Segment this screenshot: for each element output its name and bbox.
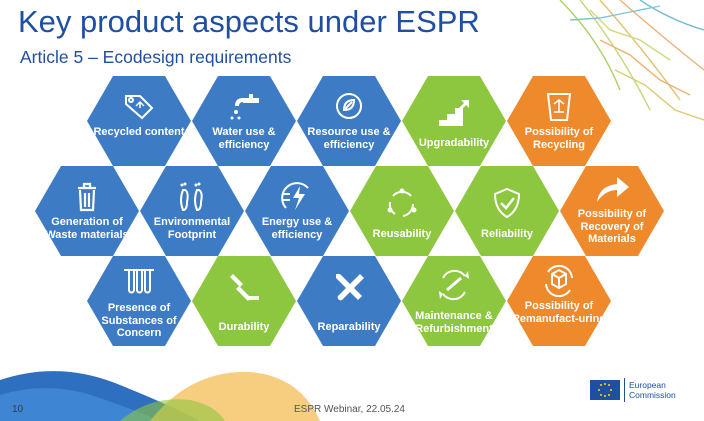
slide-subtitle: Article 5 – Ecodesign requirements: [20, 47, 292, 67]
water-tap-icon: [192, 90, 296, 124]
trash-can-icon: [35, 180, 139, 214]
hex-label: Reparability: [317, 320, 381, 333]
hex-label: Environmental Footprint: [153, 216, 231, 241]
shield-check-icon: [455, 186, 559, 220]
hex-maintenance-refurbishment: Maintenance & Refurbishment: [402, 256, 506, 346]
page-number: 10: [12, 404, 24, 415]
slide-title: Key product aspects under ESPR: [18, 4, 480, 39]
wrench-cycle-icon: [402, 268, 506, 302]
logo-text-european: European: [629, 380, 666, 390]
footer-text: ESPR Webinar, 22.05.24: [294, 404, 405, 415]
box-cycle-icon: [507, 264, 611, 298]
hex-label: Maintenance & Refurbishment: [415, 310, 493, 335]
cycle-arrows-icon: [350, 186, 454, 220]
hex-reliability: Reliability: [455, 166, 559, 256]
recycle-tag-icon: [87, 90, 191, 124]
hex-resource-use: Resource use & efficiency: [297, 76, 401, 166]
leaf-plug-icon: [297, 90, 401, 124]
hex-recycled-content: Recycled content: [87, 76, 191, 166]
stairs-arrow-icon: [402, 98, 506, 132]
hex-generation-waste: Generation of Waste materials: [35, 166, 139, 256]
european-commission-logo: European Commission: [590, 378, 676, 402]
hex-label: Reusability: [372, 227, 432, 240]
hex-label: Reliability: [481, 227, 533, 240]
hex-water-use: Water use & efficiency: [192, 76, 296, 166]
hex-label: Water use & efficiency: [212, 126, 276, 151]
hex-label: Generation of Waste materials: [45, 216, 129, 241]
hex-label: Upgradability: [418, 136, 490, 149]
hex-possibility-recycling: Possibility of Recycling: [507, 76, 611, 166]
hex-label: Possibility of Recovery of Materials: [577, 208, 647, 245]
hex-label: Possibility of Recycling: [524, 126, 594, 151]
hex-possibility-remanufacturing: Possibility of Remanufact-uring: [507, 256, 611, 346]
hex-label: Energy use & efficiency: [261, 216, 333, 241]
hammer-icon: [192, 270, 296, 304]
hex-label: Possibility of Remanufact-uring: [511, 300, 607, 325]
logo-text-commission: Commission: [629, 390, 676, 400]
tools-icon: [297, 270, 401, 304]
hex-upgradability: Upgradability: [402, 76, 506, 166]
hex-label: Durability: [218, 320, 270, 333]
energy-plug-icon: [245, 180, 349, 214]
hex-energy-use: Energy use & efficiency: [245, 166, 349, 256]
hex-environmental-footprint: Environmental Footprint: [140, 166, 244, 256]
hex-durability: Durability: [192, 256, 296, 346]
curved-arrow-icon: [560, 174, 664, 208]
test-tubes-icon: [87, 264, 191, 298]
eu-flag-icon: [590, 380, 620, 400]
hex-possibility-recovery: Possibility of Recovery of Materials: [560, 166, 664, 256]
footprint-icon: [140, 180, 244, 214]
hex-reusability: Reusability: [350, 166, 454, 256]
hex-substances-concern: Presence of Substances of Concern: [87, 256, 191, 346]
hex-label: Resource use & efficiency: [307, 126, 391, 151]
recycle-bin-icon: [507, 90, 611, 124]
hex-reparability: Reparability: [297, 256, 401, 346]
hex-label: Presence of Substances of Concern: [101, 302, 177, 339]
hex-label: Recycled content: [93, 126, 185, 138]
